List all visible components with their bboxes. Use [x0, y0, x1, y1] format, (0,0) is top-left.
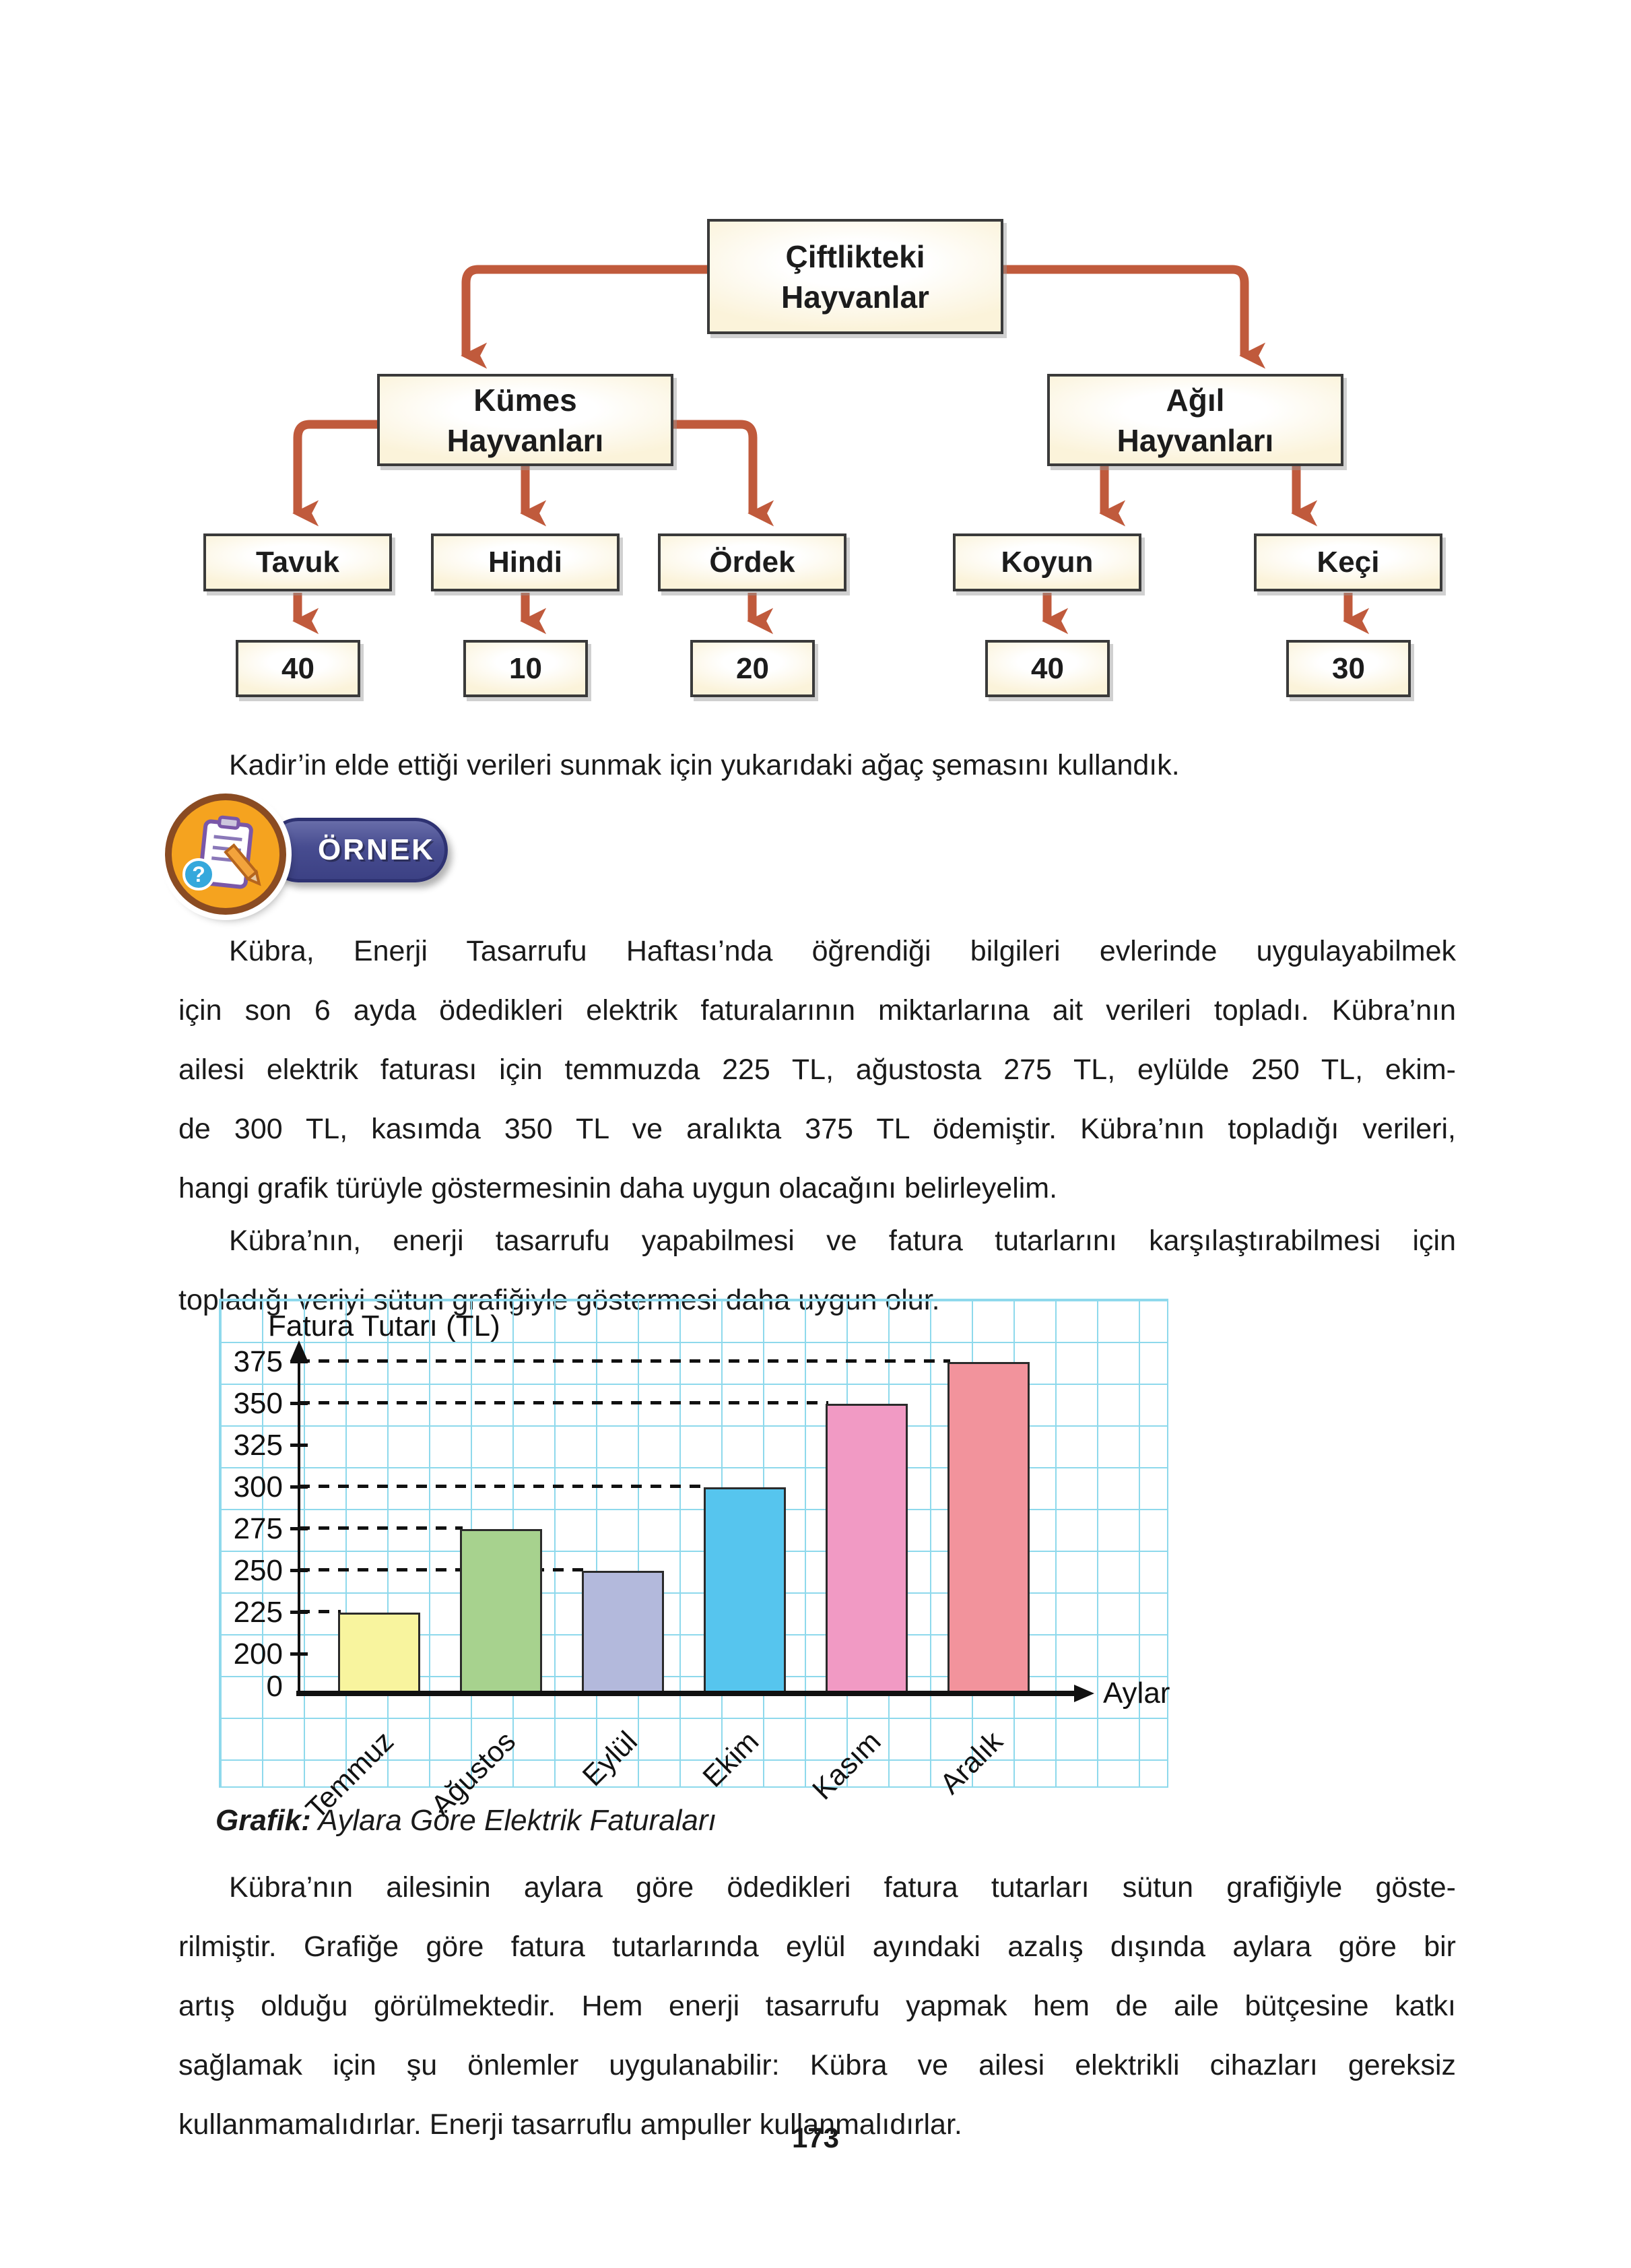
text-line: sağlamak için şu önlemler uygulanabilir:… — [178, 2049, 1456, 2081]
chart-caption-text: Aylara Göre Elektrik Faturaları — [310, 1804, 717, 1837]
tree-branch-kumes: Kümes Hayvanları — [377, 374, 673, 466]
chart-caption: Grafik: Aylara Göre Elektrik Faturaları — [215, 1804, 717, 1838]
tree-value-koyun: 40 — [985, 640, 1110, 697]
question-bubble-icon: ? — [182, 858, 215, 890]
tree-value-tavuk: 40 — [236, 640, 360, 697]
text-line: Kübra’nın ailesinin aylara göre ödedikle… — [229, 1871, 1456, 1904]
tree-value-ordek: 20 — [690, 640, 815, 697]
tree-leaf-keci: Keçi — [1254, 533, 1442, 591]
arrow-kumes-to-ordek — [673, 420, 774, 527]
text-line: ailesi elektrik faturası için temmuzda 2… — [178, 1054, 1456, 1086]
tree-leaf-hindi: Hindi — [431, 533, 620, 591]
text-line: Kübra’nın, enerji tasarrufu yapabilmesi … — [229, 1225, 1456, 1257]
tree-value-hindi: 10 — [463, 640, 588, 697]
example-badge-pill: ÖRNEK — [266, 818, 448, 882]
example-badge-circle: ? — [165, 793, 286, 915]
tree-leaf-ordek: Ördek — [658, 533, 846, 591]
svg-text:?: ? — [192, 862, 205, 886]
paragraph-3: Kübra’nın ailesinin aylara göre ödedikle… — [178, 1858, 1456, 2154]
text-line: için son 6 ayda ödedikleri elektrik fatu… — [178, 994, 1456, 1027]
tree-leaf-koyun: Koyun — [953, 533, 1141, 591]
tree-value-keci: 30 — [1286, 640, 1411, 697]
pencil-icon — [224, 843, 261, 886]
tree-leaf-tavuk: Tavuk — [203, 533, 392, 591]
chart-grid-panel — [219, 1299, 1168, 1788]
text-line: Kübra, Enerji Tasarrufu Haftası’nda öğre… — [229, 935, 1456, 967]
chart-caption-prefix: Grafik: — [215, 1804, 311, 1837]
text-line: kullanmamalıdırlar. Enerji tasarruflu am… — [178, 2108, 962, 2141]
text-line: hangi grafik türüyle göstermesinin daha … — [178, 1172, 1058, 1204]
arrow-root-to-agil — [1003, 265, 1266, 369]
paragraph-1: Kübra, Enerji Tasarrufu Haftası’nda öğre… — [178, 921, 1456, 1218]
clipboard-pencil-icon: ? — [182, 815, 261, 890]
text-line: artış olduğu görülmektedir. Hem enerji t… — [178, 1990, 1456, 2022]
tree-arrows — [292, 265, 1370, 635]
text-line: de 300 TL, kasımda 350 TL ve aralıkta 37… — [178, 1113, 1456, 1145]
arrow-kumes-to-tavuk — [292, 420, 377, 527]
arrow-root-to-kumes — [461, 265, 707, 369]
example-badge-label: ÖRNEK — [318, 833, 435, 866]
example-badge: ÖRNEK ? — [165, 793, 455, 915]
page-number: 173 — [791, 2122, 840, 2153]
tree-description-sentence: Kadir’in elde ettiği verileri sunmak içi… — [229, 749, 1180, 781]
tree-root-box: Çiftlikteki Hayvanlar — [707, 219, 1003, 334]
text-line: rilmiştir. Grafiğe göre fatura tutarları… — [178, 1931, 1456, 1963]
tree-branch-agil: Ağıl Hayvanları — [1047, 374, 1343, 466]
